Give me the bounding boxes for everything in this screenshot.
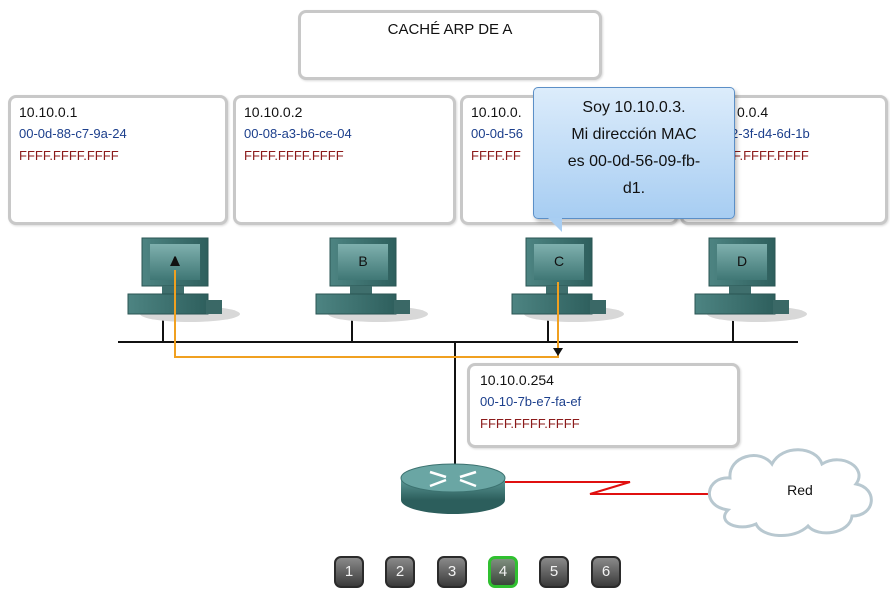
router-broadcast: FFFF.FFFF.FFFF xyxy=(480,416,580,431)
step-2-button[interactable]: 2 xyxy=(385,556,415,588)
arrow-at-bus xyxy=(553,348,563,356)
host-b-ip: 10.10.0.2 xyxy=(244,104,303,120)
pc-b-label: B xyxy=(358,253,368,269)
bubble-line-4: d1. xyxy=(622,180,646,197)
pc-c-icon xyxy=(511,237,624,322)
host-d-broadcast: F.FFFF.FFFF xyxy=(733,148,809,163)
host-b-broadcast: FFFF.FFFF.FFFF xyxy=(244,148,344,163)
host-b-mac: 00-08-a3-b6-ce-04 xyxy=(244,126,352,141)
step-5-button[interactable]: 5 xyxy=(539,556,569,588)
bubble-line-1: Soy 10.10.0.3. xyxy=(582,99,686,116)
host-a-info: 10.10.0.1 00-0d-88-c7-9a-24 FFFF.FFFF.FF… xyxy=(8,95,228,225)
pc-d-label: D xyxy=(736,253,748,269)
host-a-broadcast: FFFF.FFFF.FFFF xyxy=(19,148,119,163)
router-info: 10.10.0.254 00-10-7b-e7-fa-ef FFFF.FFFF.… xyxy=(467,363,740,448)
step-3-button[interactable]: 3 xyxy=(437,556,467,588)
bubble-line-3: es 00-0d-56-09-fb- xyxy=(567,153,701,170)
bubble-tail xyxy=(548,218,562,232)
step-6-button[interactable]: 6 xyxy=(591,556,621,588)
pc-c-label: C xyxy=(553,253,565,269)
router-mac: 00-10-7b-e7-fa-ef xyxy=(480,394,582,409)
pc-a-icon xyxy=(127,237,240,322)
host-d-ip: 0.0.4 xyxy=(737,104,769,120)
step-4-button[interactable]: 4 xyxy=(488,556,518,588)
host-c-mac: 00-0d-56 xyxy=(471,126,524,141)
arp-reply-bubble: Soy 10.10.0.3. Mi dirección MAC es 00-0d… xyxy=(533,87,735,219)
host-c-broadcast: FFFF.FF xyxy=(471,148,521,163)
cloud-icon xyxy=(708,448,873,538)
arp-cache-box: CACHÉ ARP DE A xyxy=(298,10,602,80)
step-1-button[interactable]: 1 xyxy=(334,556,364,588)
cloud-label: Red xyxy=(787,482,813,498)
arp-cache-title: CACHÉ ARP DE A xyxy=(387,21,513,38)
host-b-info: 10.10.0.2 00-08-a3-b6-ce-04 FFFF.FFFF.FF… xyxy=(233,95,456,225)
host-a-ip: 10.10.0.1 xyxy=(19,104,78,120)
bubble-line-2: Mi dirección MAC xyxy=(571,126,697,143)
arp-reply-path xyxy=(174,270,559,358)
wan-link xyxy=(500,481,720,495)
arrow-at-a xyxy=(170,256,180,266)
pc-d-icon xyxy=(694,237,807,322)
host-d-mac: 2-3f-d4-6d-1b xyxy=(731,126,810,141)
host-a-mac: 00-0d-88-c7-9a-24 xyxy=(19,126,127,141)
pc-a-label: A xyxy=(170,253,180,269)
router-ip: 10.10.0.254 xyxy=(480,372,554,388)
router-icon xyxy=(400,463,506,514)
pc-b-icon xyxy=(315,237,428,322)
host-c-ip: 10.10.0. xyxy=(471,104,522,120)
